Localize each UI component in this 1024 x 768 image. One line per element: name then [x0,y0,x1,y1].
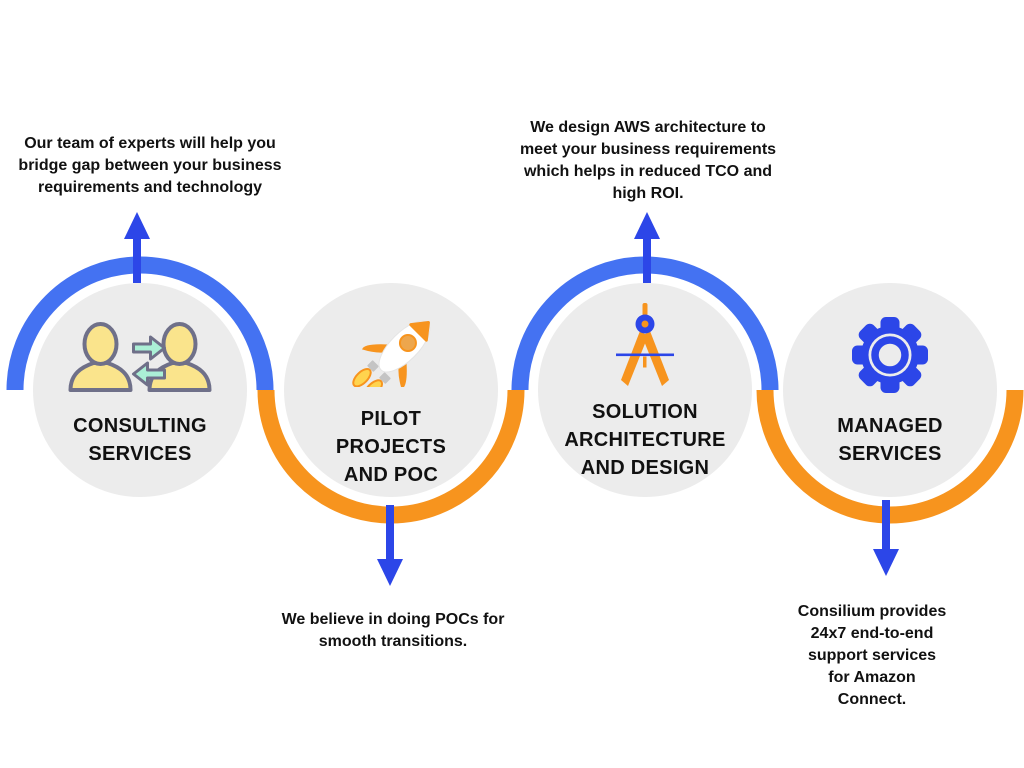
service-circle-consulting: CONSULTING SERVICES [33,283,247,497]
gear-icon [852,317,928,393]
service-title-consulting: CONSULTING SERVICES [73,415,207,465]
service-circle-solution: SOLUTION ARCHITECTURE AND DESIGN [538,283,752,497]
service-title-solution: SOLUTION ARCHITECTURE AND DESIGN [564,401,726,479]
service-desc-pilot: We believe in doing POCs for smooth tran… [281,611,505,650]
service-circle-managed: MANAGED SERVICES [783,283,997,497]
service-desc-consulting: Our team of experts will help you bridge… [18,135,282,196]
up-arrow-consulting [124,212,150,283]
compass-icon [616,303,674,386]
service-title-managed: MANAGED SERVICES [837,415,943,465]
rocket-icon [352,320,431,387]
service-title-pilot: PILOT PROJECTS AND POC [335,408,447,486]
service-desc-managed: Consilium provides 24x7 end-to-end suppo… [797,603,947,708]
down-arrow-managed [873,500,899,576]
people-exchange-icon [68,322,212,392]
service-circle-pilot: PILOT PROJECTS AND POC [284,283,498,497]
service-desc-solution: We design AWS architecture to meet your … [519,119,777,202]
down-arrow-pilot [377,505,403,586]
up-arrow-solution [634,212,660,283]
